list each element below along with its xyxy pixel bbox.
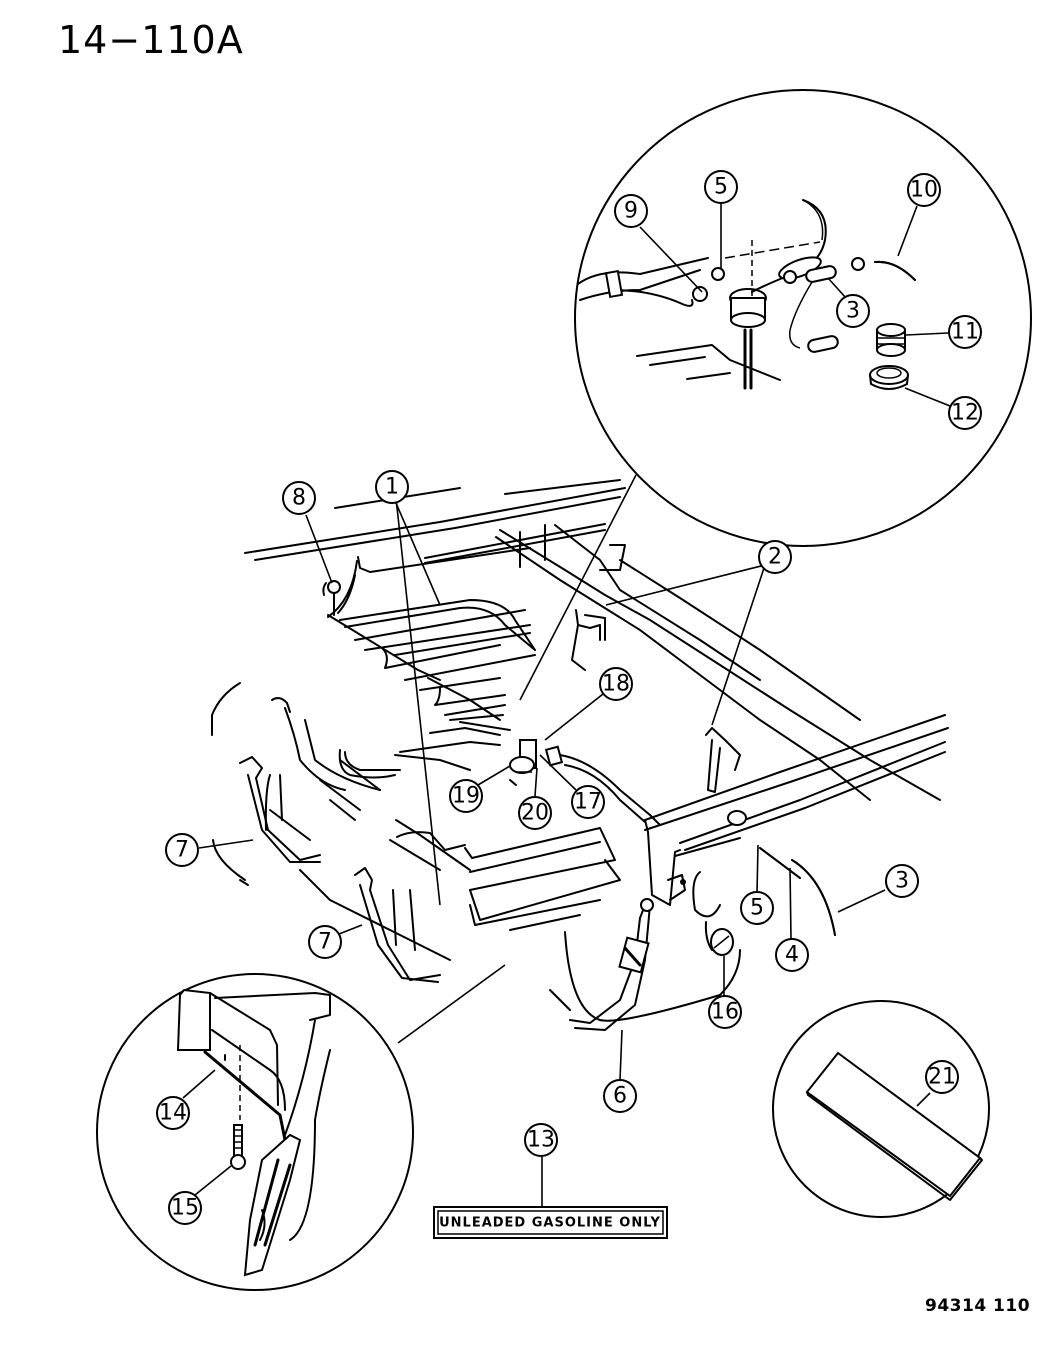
decal-text: UNLEADED GASOLINE ONLY	[439, 1216, 661, 1231]
callout-1-label: 1	[385, 475, 399, 500]
callout-7b[interactable]: 7	[308, 924, 363, 959]
callout-18-label: 18	[602, 672, 630, 697]
callout-16[interactable]: 16	[708, 956, 742, 1029]
callout-19-label: 19	[452, 784, 480, 809]
callout-20-label: 20	[521, 801, 549, 826]
callout-21-label: 21	[928, 1065, 956, 1090]
callout-10-label: 10	[910, 178, 938, 203]
callout-10[interactable]: 10	[897, 173, 941, 257]
callout-1[interactable]: 1	[375, 470, 441, 906]
callout-16-label: 16	[711, 1000, 739, 1025]
callout-5-main-label: 5	[750, 896, 764, 921]
callout-3-main[interactable]: 3	[837, 864, 919, 913]
callout-12[interactable]: 12	[904, 387, 982, 430]
callout-3-detail-label: 3	[846, 299, 860, 324]
callout-9[interactable]: 9	[614, 194, 703, 293]
callout-8-label: 8	[292, 486, 306, 511]
detail-circle-sending-unit	[519, 89, 1032, 701]
callout-20[interactable]: 20	[515, 767, 552, 830]
main-assembly-view	[211, 479, 949, 1031]
callout-17-label: 17	[574, 790, 602, 815]
callout-7a-label: 7	[175, 838, 189, 863]
callout-4[interactable]: 4	[775, 867, 809, 972]
callout-3-main-label: 3	[895, 869, 909, 894]
decal-unleaded: UNLEADED GASOLINE ONLY	[433, 1206, 668, 1239]
callout-5-detail[interactable]: 5	[704, 170, 738, 268]
callouts: 1 2 3 3 4 5	[156, 170, 982, 1225]
detail-circle-shield	[96, 964, 506, 1291]
callout-15-label: 15	[171, 1196, 199, 1221]
callout-12-label: 12	[951, 401, 979, 426]
callout-17[interactable]: 17	[539, 754, 605, 819]
callout-14-label: 14	[159, 1101, 187, 1126]
callout-3-detail[interactable]: 3	[827, 277, 870, 328]
callout-7b-label: 7	[318, 930, 332, 955]
callout-7a[interactable]: 7	[165, 833, 254, 867]
callout-8[interactable]: 8	[282, 481, 333, 584]
callout-11-label: 11	[951, 320, 979, 345]
callout-2[interactable]: 2	[605, 540, 792, 726]
callout-11[interactable]: 11	[905, 315, 982, 349]
callout-6-label: 6	[613, 1084, 627, 1109]
detail-circle-pad	[772, 1000, 990, 1218]
page-code: 14−110A	[58, 18, 244, 62]
callout-21[interactable]: 21	[916, 1060, 959, 1107]
callout-6[interactable]: 6	[603, 1029, 637, 1113]
callout-2-label: 2	[768, 545, 782, 570]
callout-4-label: 4	[785, 943, 799, 968]
callout-19[interactable]: 19	[449, 765, 511, 813]
callout-13-label: 13	[527, 1128, 555, 1153]
callout-18[interactable]: 18	[544, 667, 633, 741]
callout-9-label: 9	[624, 199, 638, 224]
callout-15[interactable]: 15	[168, 1165, 232, 1225]
callout-13[interactable]: 13	[524, 1123, 558, 1206]
callout-5-detail-label: 5	[714, 175, 728, 200]
drawing-id: 94314 110	[925, 1296, 1031, 1316]
callout-14[interactable]: 14	[156, 1069, 216, 1130]
callout-5-main[interactable]: 5	[740, 844, 774, 925]
